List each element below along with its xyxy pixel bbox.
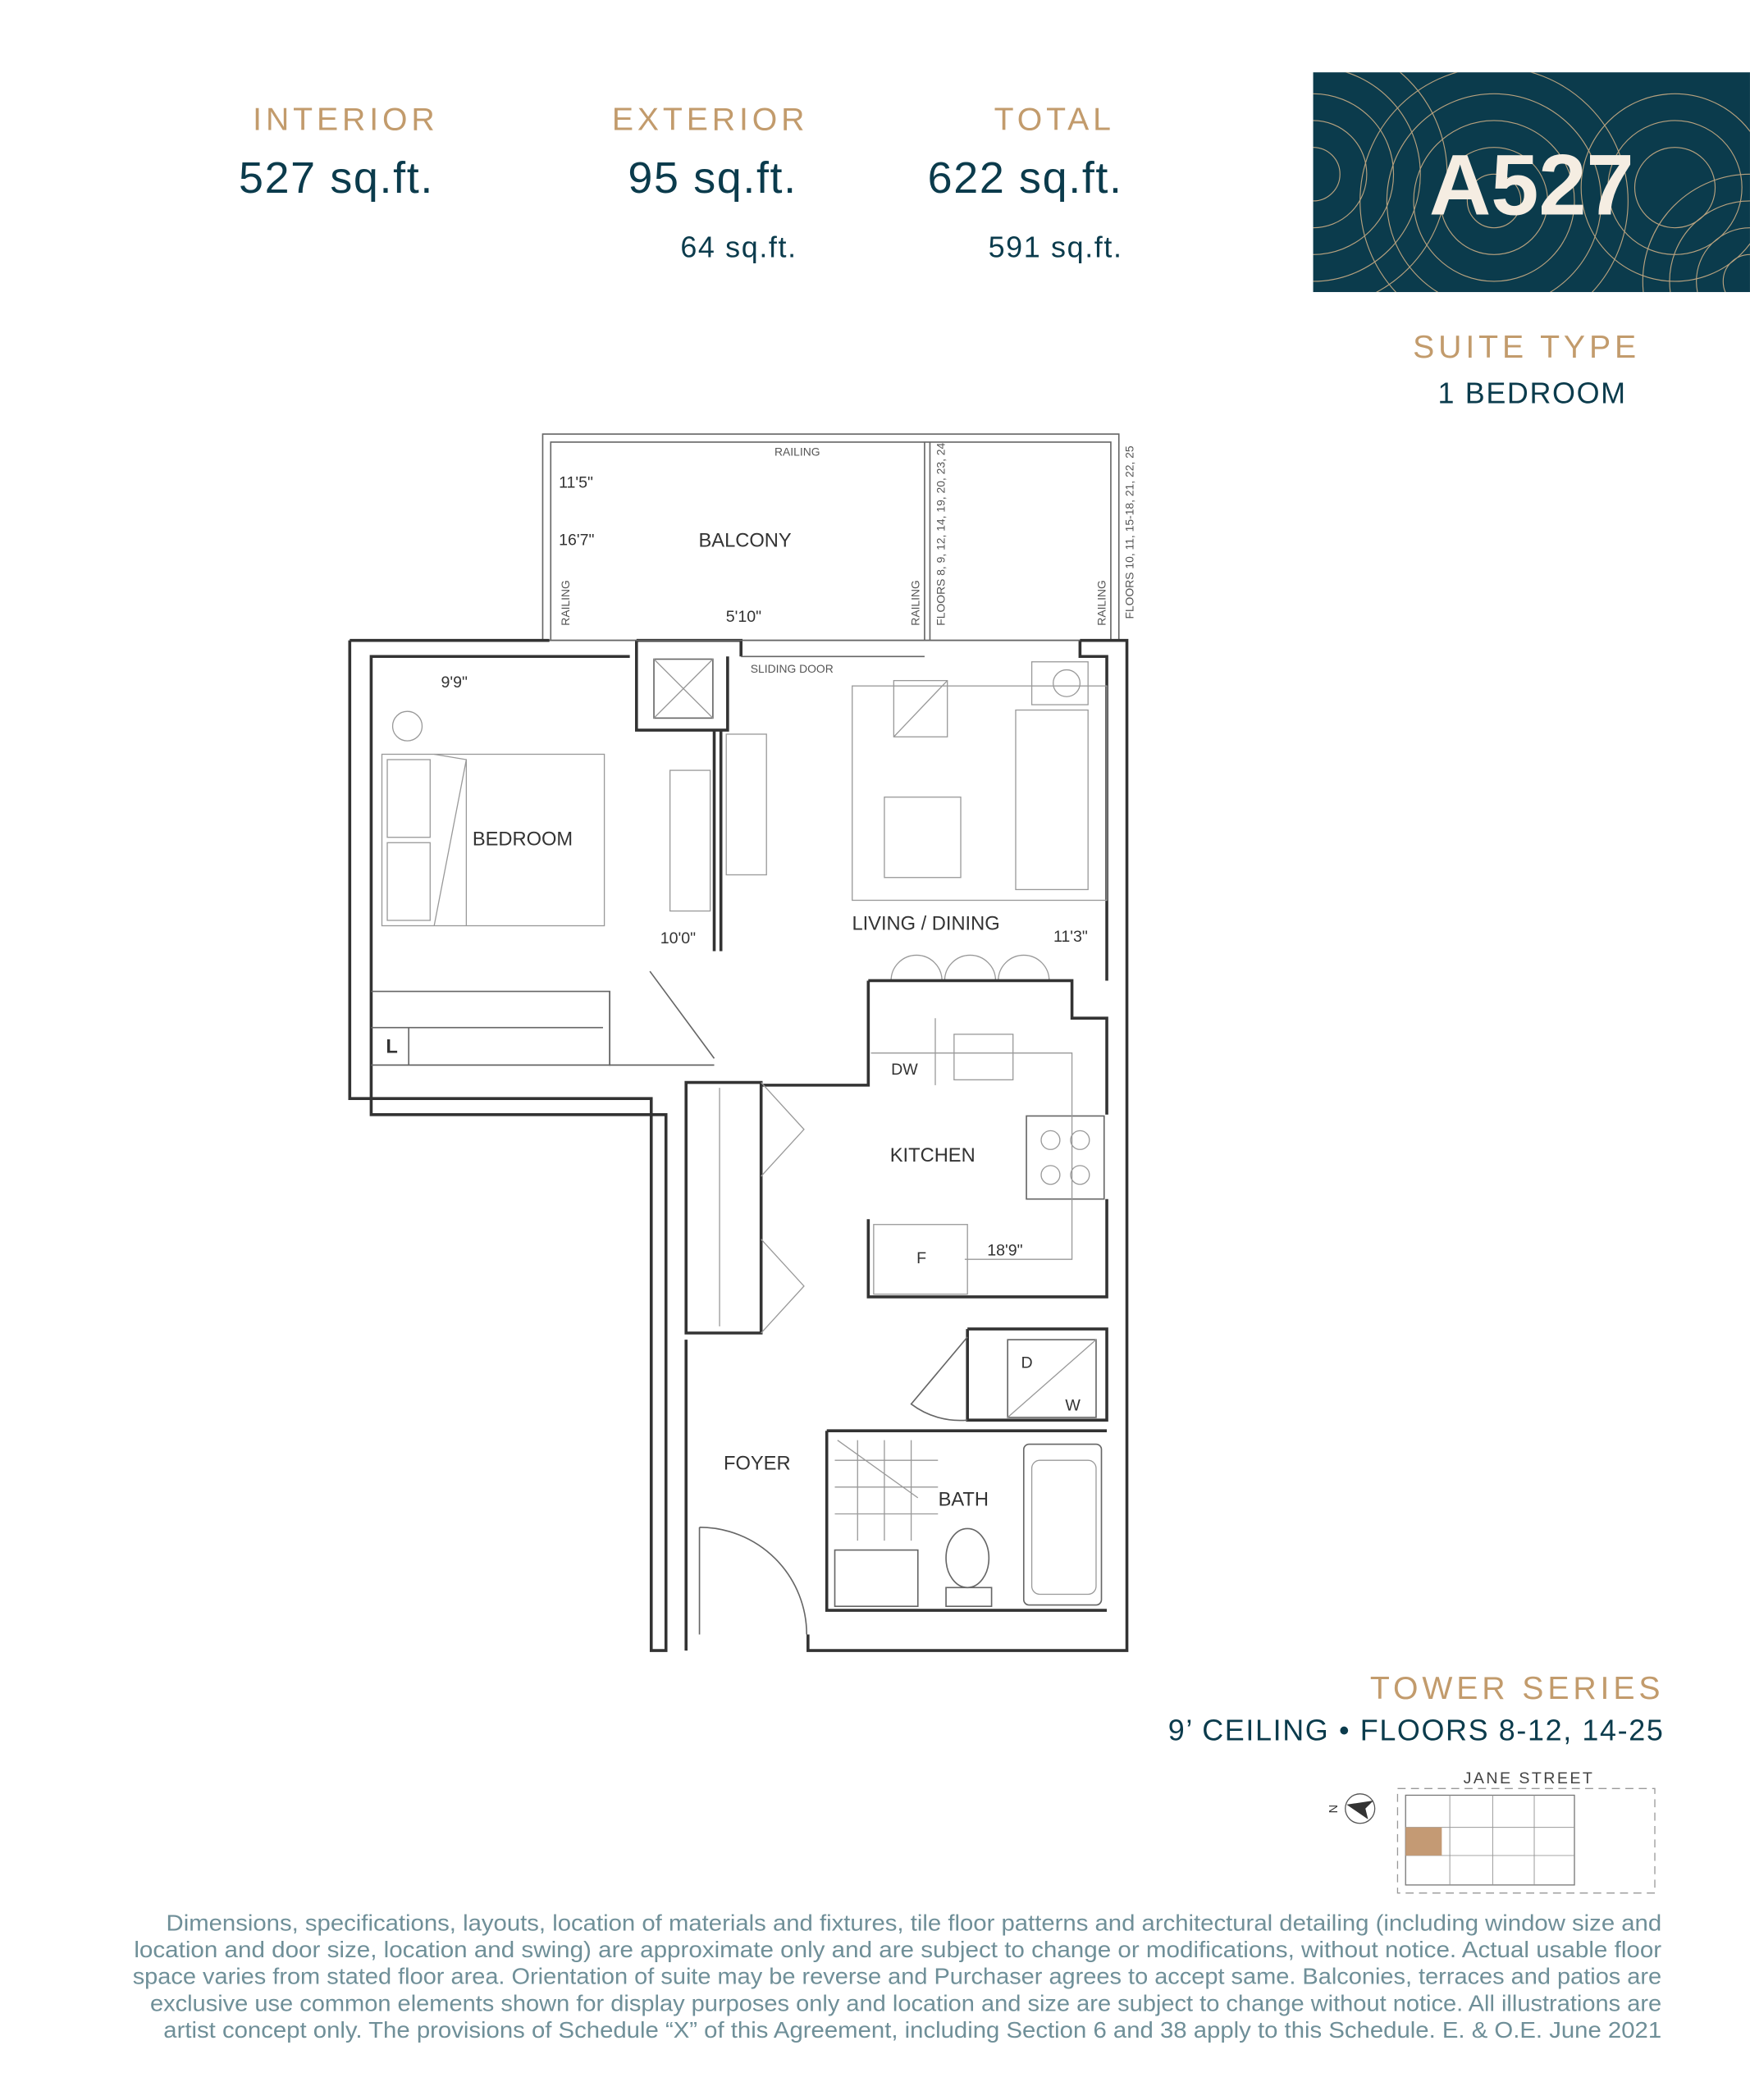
dryer-label: D (1021, 1354, 1033, 1372)
total-alt-value: 591 sq.ft. (989, 231, 1123, 264)
suite-type-value: 1 BEDROOM (1438, 377, 1627, 410)
dishwasher-label: DW (891, 1061, 918, 1079)
exterior-alt-value: 64 sq.ft. (680, 231, 797, 264)
room-balcony: BALCONY (699, 530, 792, 551)
total-label: TOTAL (994, 102, 1115, 137)
linen-label: L (386, 1037, 397, 1058)
disclaimer-line: location and door size, location and swi… (134, 1937, 1661, 1962)
railing-label-top: RAILING (774, 445, 820, 458)
floors-label-a: FLOORS 8, 9, 12, 14, 19, 20, 23, 24 (934, 443, 947, 626)
disclaimer-line: space varies from stated floor area. Ori… (133, 1964, 1661, 1989)
total-value: 622 sq.ft. (928, 153, 1123, 203)
exterior-value: 95 sq.ft. (628, 153, 797, 203)
dim-balcony-c: 5'10" (726, 608, 761, 626)
floors-label-b: FLOORS 10, 11, 15-18, 21, 22, 25 (1123, 445, 1136, 619)
disclaimer: Dimensions, specifications, layouts, loc… (133, 1910, 1661, 2043)
room-living-dining: LIVING / DINING (852, 913, 999, 934)
fridge-label: F (916, 1249, 926, 1267)
room-foyer: FOYER (724, 1454, 791, 1475)
area-summary: INTERIOR 527 sq.ft. EXTERIOR 95 sq.ft. 6… (239, 102, 1123, 264)
suite-badge: A527 (1313, 72, 1750, 293)
exterior-label: EXTERIOR (612, 102, 809, 137)
wave-pattern (1313, 72, 1750, 293)
sliding-door-label: SLIDING DOOR (751, 662, 834, 675)
suite-code: A527 (1429, 137, 1634, 233)
railing-label-right: RAILING (1094, 580, 1108, 626)
interior-label: INTERIOR (253, 102, 438, 137)
dim-bedroom: 9'9" (441, 673, 468, 692)
interior-value: 527 sq.ft. (239, 153, 434, 203)
dim-balcony-b: 16'7" (559, 532, 594, 550)
washer-label: W (1065, 1397, 1081, 1415)
key-plan: JANE STREET N (1326, 1769, 1656, 1894)
dim-living: 11'3" (1053, 928, 1088, 946)
disclaimer-line: exclusive use common elements shown for … (150, 1990, 1661, 2016)
suite-highlight (1405, 1827, 1442, 1856)
street-label: JANE STREET (1464, 1769, 1595, 1787)
series-details: 9’ CEILING • FLOORS 8-12, 14-25 (1168, 1713, 1665, 1746)
railing-label-mid: RAILING (908, 580, 921, 626)
north-label: N (1326, 1805, 1339, 1814)
disclaimer-line: artist concept only. The provisions of S… (163, 2017, 1661, 2043)
dim-bedroom-width: 10'0" (660, 929, 696, 947)
railing-label-left: RAILING (559, 580, 572, 626)
floor-plan: BALCONY BEDROOM LIVING / DINING KITCHEN … (348, 433, 1136, 1652)
suite-type-label: SUITE TYPE (1413, 330, 1640, 365)
disclaimer-line: Dimensions, specifications, layouts, loc… (167, 1910, 1662, 1935)
series-title: TOWER SERIES (1370, 1671, 1665, 1706)
dim-balcony-a: 11'5" (559, 473, 593, 491)
room-bath: BATH (939, 1490, 989, 1511)
room-bedroom: BEDROOM (473, 829, 573, 851)
dim-kitchen: 18'9" (987, 1241, 1022, 1259)
room-kitchen: KITCHEN (890, 1145, 976, 1166)
